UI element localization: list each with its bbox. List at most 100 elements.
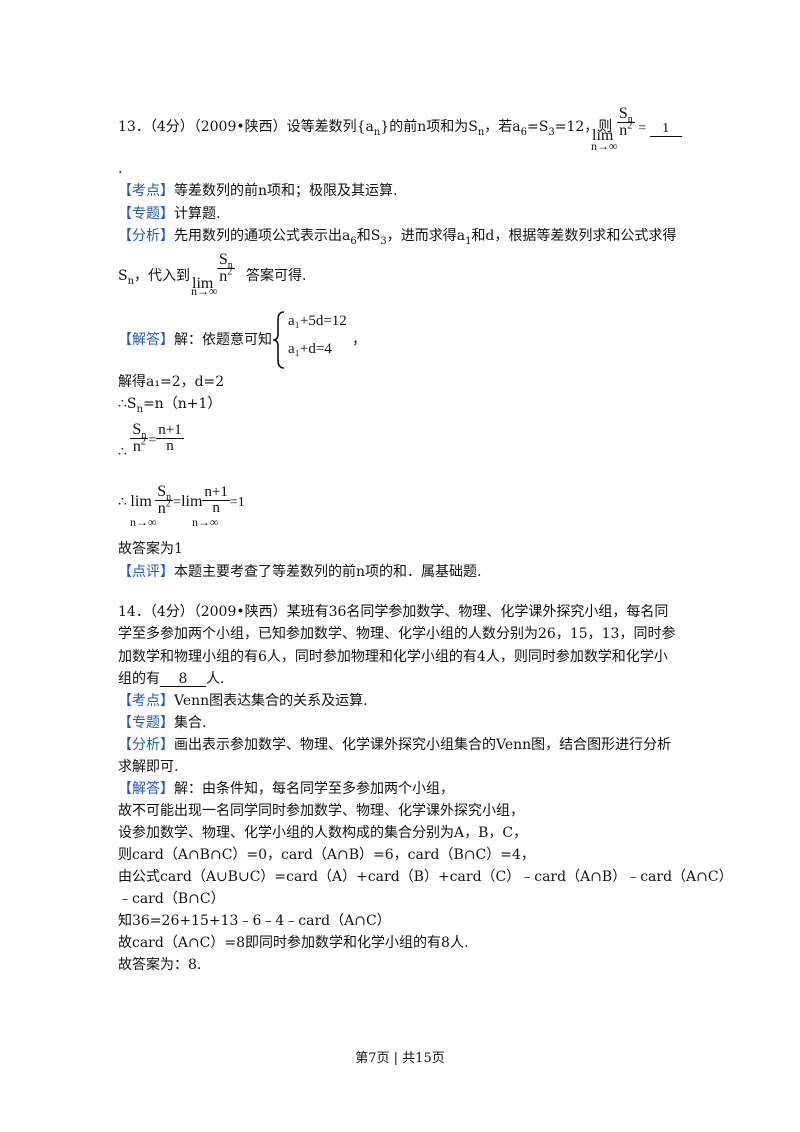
eq-sign: = bbox=[638, 120, 647, 136]
p13-sub2: n bbox=[477, 126, 485, 138]
fenxi-frac-den-sup: 2 bbox=[227, 266, 233, 278]
dianping-text: 本题主要考查了等差数列的前n项的和．属基础题. bbox=[174, 564, 482, 580]
p13-sub4: 3 bbox=[548, 126, 555, 138]
sol4-result: =1 bbox=[229, 494, 245, 510]
zhuanti-tag: 【专题】 bbox=[118, 206, 174, 222]
p14-line2: 学至多参加两个小组，已知参加数学、物理、化学小组的人数分别为26，15，13，同… bbox=[118, 626, 676, 642]
sol3-den-sup: 2 bbox=[140, 436, 146, 448]
sol3-frac-left: Sn n2 bbox=[130, 421, 149, 455]
sol4-lim-sub-1: n→∞ bbox=[130, 515, 157, 529]
therefore-symbol: ∴ bbox=[118, 444, 127, 460]
p13-head-text2: }的前n项和为S bbox=[380, 119, 478, 135]
p14-jieda-tag: 【解答】 bbox=[118, 781, 174, 797]
p14-step1: 故不可能出现一名同学同时参加数学、物理、化学课外探究小组， bbox=[118, 803, 524, 819]
sol4-lim-word-2: lim bbox=[181, 492, 203, 510]
lim-subscript: n→∞ bbox=[591, 139, 618, 153]
p13-fraction: Sn n2 bbox=[616, 105, 635, 139]
p13-sub3: 6 bbox=[520, 126, 528, 138]
sol4-num-sub: n bbox=[166, 492, 172, 504]
p14-fenxi: 【分析】画出表示参加数学、物理、化学课外探究小组集合的Venn图，结合图形进行分… bbox=[118, 738, 671, 752]
p13-fenxi: 【分析】先用数列的通项公式表示出a6和S3，进而求得a1和d，根据等差数列求和公… bbox=[118, 228, 677, 246]
p14-line4-text: 组的有 bbox=[118, 671, 160, 687]
p14-kaodian: 【考点】Venn图表达集合的关系及运算. bbox=[118, 694, 368, 708]
sol4-frac-left: Sn n2 bbox=[155, 483, 174, 517]
p13-answer: 1 bbox=[649, 121, 682, 137]
fenxi-limit-expr: lim Sn n2 bbox=[192, 251, 235, 291]
fenxi-frac-num-text: S bbox=[218, 251, 228, 268]
sol3-frac-right: n+1 n bbox=[156, 422, 184, 454]
p13-sub: n bbox=[373, 126, 381, 138]
p14-step4: 由公式card（A∪B∪C）=card（A）+card（B）+card（C）﹣c… bbox=[118, 869, 733, 885]
p14-fenxi-text2: 求解即可. bbox=[118, 759, 179, 775]
lim-subscript-2: n→∞ bbox=[191, 284, 218, 298]
sol2-text-b: =n（n+1） bbox=[142, 396, 222, 412]
sol4-den: n2 bbox=[155, 499, 174, 517]
lim-word-2: lim bbox=[192, 274, 214, 292]
sol3-rhs-num: n+1 bbox=[158, 422, 182, 438]
frac-den: n2 bbox=[616, 120, 635, 139]
dianping-tag: 【点评】 bbox=[118, 564, 174, 580]
fenxi2-sub: n bbox=[127, 275, 135, 287]
sol4-eq1: = bbox=[173, 494, 182, 510]
fenxi-frac-den: n2 bbox=[216, 266, 235, 285]
frac-den-sup: 2 bbox=[627, 120, 633, 132]
fenxi-sub-b: 3 bbox=[380, 235, 387, 247]
sol3-num-text: S bbox=[132, 421, 142, 438]
kaodian-text: 等差数列的前n项和；极限及其运算. bbox=[174, 183, 398, 199]
sol4-num-text: S bbox=[157, 483, 167, 500]
p13-dianping: 【点评】本题主要考查了等差数列的前n项的和．属基础题. bbox=[118, 565, 481, 579]
fenxi-frac: Sn n2 bbox=[216, 251, 235, 285]
p14-zhuanti-tag: 【专题】 bbox=[118, 715, 174, 731]
fenxi-text-b: 和S bbox=[356, 228, 381, 244]
p14-step2: 设参加数学、物理、化学小组的人数构成的集合分别为A，B，C， bbox=[118, 825, 528, 841]
system-comma: ， bbox=[352, 332, 366, 348]
sol2-sub: n bbox=[136, 403, 143, 415]
fenxi2-tail: 答案可得. bbox=[246, 268, 307, 284]
sol-line3: ∴ Sn n2 = n+1 n bbox=[118, 421, 184, 459]
sol3-eq: = bbox=[148, 432, 157, 448]
sol2-text: ∴S bbox=[118, 396, 137, 412]
sol4-frac-right: n+1 n bbox=[202, 484, 230, 516]
p14-zhuanti-text: 集合. bbox=[174, 715, 207, 731]
frac-num: Sn bbox=[617, 105, 635, 126]
fenxi2-s: S bbox=[118, 268, 128, 284]
sol-line4: ∴ lim Sn n2 =lim n+1 n =1 bbox=[118, 484, 245, 517]
p14-step3: 则card（A∩B∩C）=0，card（A∩B）=6，card（B∩C）=4， bbox=[118, 847, 535, 863]
frac-num-sub: n bbox=[627, 114, 633, 126]
p14-jieda-text: 解：由条件知，每名同学至多参加两个小组， bbox=[174, 781, 454, 797]
p13-zhuanti: 【专题】计算题. bbox=[118, 207, 220, 221]
p13-final-answer: 故答案为1 bbox=[118, 541, 183, 557]
lim-operator: lim bbox=[592, 126, 614, 144]
p14-step8: 故答案为：8. bbox=[118, 957, 202, 973]
p13-head-text5: =12，则 bbox=[554, 119, 613, 135]
sol-line1: 解得a₁=2，d=2 bbox=[118, 374, 225, 390]
p14-step5: ﹣card（B∩C） bbox=[118, 891, 225, 907]
sol4-rhs-den: n bbox=[202, 500, 230, 516]
fenxi-tag: 【分析】 bbox=[118, 228, 174, 244]
p13-fenxi-line2: Sn，代入到 bbox=[118, 268, 190, 286]
frac-den-text: n bbox=[619, 122, 628, 139]
system-eq2: a₁+d=4 bbox=[288, 341, 332, 357]
sol4-lim-sub-2: n→∞ bbox=[192, 515, 219, 529]
zhuanti-text: 计算题. bbox=[174, 206, 221, 222]
sol4-num: Sn bbox=[155, 483, 173, 504]
fenxi-text-d: 和d，根据等差数列求和公式求得 bbox=[471, 228, 677, 244]
system-eq1: a₁+5d=12 bbox=[288, 313, 347, 329]
frac-num-text: S bbox=[618, 105, 628, 122]
p14-fenxi-text: 画出表示参加数学、物理、化学课外探究小组集合的Venn图，结合图形进行分析 bbox=[174, 737, 672, 753]
sol4-rhs-num: n+1 bbox=[204, 484, 228, 500]
p13-jieda: 【解答】解：依题意可知 bbox=[118, 333, 272, 347]
p13-period: . bbox=[118, 161, 123, 177]
fenxi-text: 先用数列的通项公式表示出a bbox=[174, 228, 351, 244]
lim-word: lim bbox=[592, 126, 614, 144]
p14-step6: 知36=26+15+13﹣6﹣4﹣card（A∩C） bbox=[118, 913, 391, 929]
system-brace bbox=[272, 310, 292, 370]
brace-icon bbox=[272, 311, 285, 369]
p13-limit-expr: lim Sn n2 = 1 bbox=[592, 105, 682, 144]
fenxi-sub: 6 bbox=[350, 235, 357, 247]
p14-line3: 加数学和物理小组的有6人，同时参加物理和化学小组的有4人，则同时参加数学和化学小 bbox=[118, 649, 668, 665]
p13-head-text4: =S bbox=[527, 119, 549, 135]
fenxi-text-c: ，进而求得a bbox=[386, 228, 466, 244]
fenxi-frac-den-text: n bbox=[219, 268, 228, 285]
kaodian-tag: 【考点】 bbox=[118, 183, 174, 199]
